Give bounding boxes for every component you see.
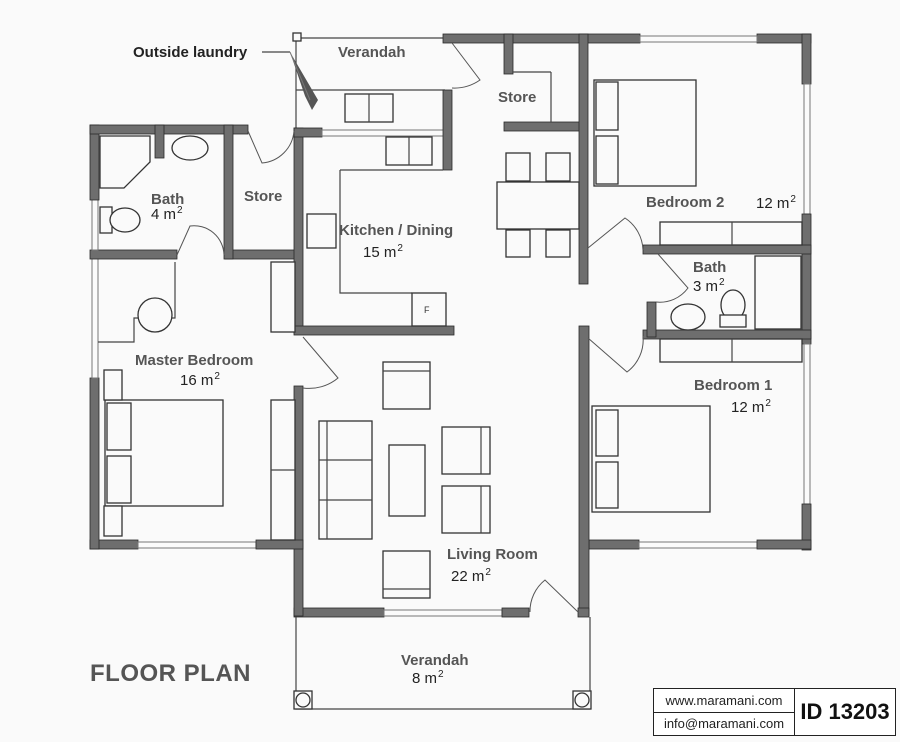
plan-id: ID 13203 — [800, 699, 890, 724]
bath-right-area: 3 m2 — [693, 277, 725, 295]
master-bedroom-area: 16 m2 — [180, 371, 220, 389]
kitchen-dining-label: Kitchen / Dining — [339, 222, 454, 239]
bath-left-label: Bath — [151, 191, 185, 208]
bedroom2-label: Bedroom 2 — [646, 194, 725, 211]
fridge-label: F — [424, 305, 430, 315]
verandah-bottom-label: Verandah — [401, 652, 469, 669]
plan-id-box: www.maramani.com info@maramani.com ID 13… — [653, 688, 896, 736]
outside-laundry-callout: Outside laundry — [133, 44, 248, 61]
top-verandah-outline — [262, 32, 445, 128]
floor-plan-title: FLOOR PLAN — [90, 660, 251, 687]
verandah-bottom-area: 8 m2 — [412, 669, 444, 687]
walls — [89, 33, 812, 618]
bath-right-label: Bath — [693, 259, 727, 276]
master-bedroom-label: Master Bedroom — [135, 352, 254, 369]
living-room-label: Living Room — [447, 546, 538, 563]
email-link[interactable]: info@maramani.com — [663, 716, 785, 732]
bedroom2-area: 12 m2 — [756, 194, 796, 212]
store-top-label: Store — [498, 89, 537, 106]
verandah-top-label: Verandah — [338, 44, 406, 61]
bath-left-area: 4 m2 — [151, 205, 183, 223]
website-link[interactable]: www.maramani.com — [654, 689, 794, 713]
kitchen-dining-area: 15 m2 — [363, 243, 403, 261]
store-left-label: Store — [244, 188, 283, 205]
bedroom1-label: Bedroom 1 — [694, 377, 773, 394]
bedroom1-area: 12 m2 — [731, 398, 771, 416]
living-room-area: 22 m2 — [451, 567, 491, 585]
doors — [176, 42, 689, 613]
